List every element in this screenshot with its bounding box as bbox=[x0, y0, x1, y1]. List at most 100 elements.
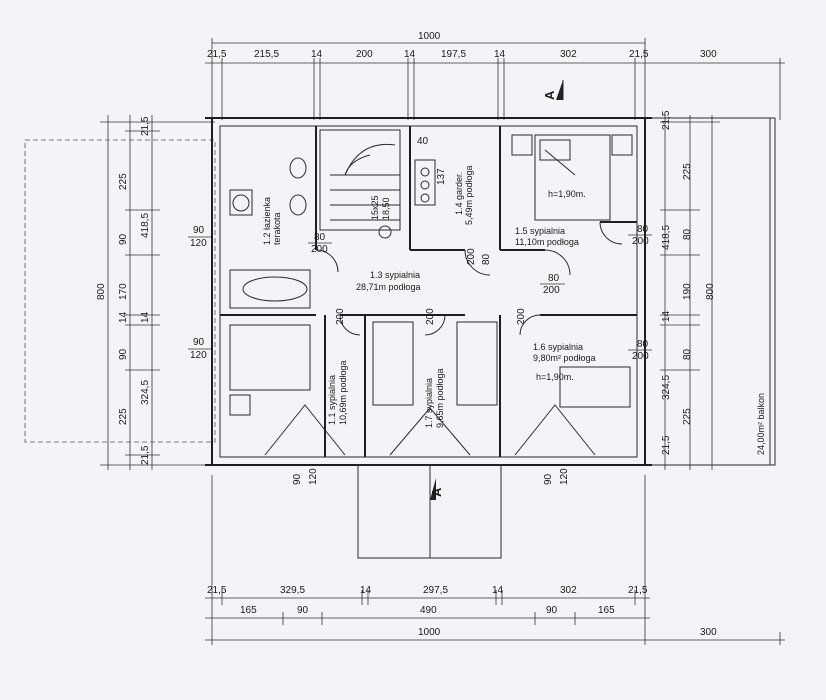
room-11-name: 1.1 sypialnia bbox=[327, 375, 337, 425]
window-bot-left-h: 120 bbox=[308, 468, 319, 485]
dim-bot2-seg-3: 490 bbox=[420, 605, 437, 616]
dim-right-seg-21-bot: 21,5 bbox=[661, 435, 672, 455]
dim-top-total: 1000 bbox=[418, 31, 441, 42]
room-13-name: 1.3 sypialnia bbox=[370, 270, 420, 280]
dim-left-seg-170: 170 bbox=[118, 283, 129, 300]
interior-walls bbox=[220, 126, 637, 457]
dim-top-seg-2: 215,5 bbox=[254, 49, 279, 60]
dim-top-seg-8: 302 bbox=[560, 49, 577, 60]
room-15-name: 1.5 sypialnia bbox=[515, 226, 565, 236]
window-bot-left-w: 90 bbox=[292, 473, 303, 485]
dim-left-inner-324: 324,5 bbox=[140, 380, 151, 405]
door-14-w: 80 bbox=[481, 253, 492, 265]
dim-right-inner-418: 418,5 bbox=[661, 225, 672, 250]
dim-left-total: 800 bbox=[96, 283, 107, 300]
stair-spec-2: 18,50 bbox=[381, 197, 391, 220]
dim-left-seg-225b: 225 bbox=[118, 408, 129, 425]
door-11-h: 200 bbox=[335, 308, 346, 325]
door-13-w: 80 bbox=[548, 273, 560, 284]
window-left-bot-w: 90 bbox=[193, 337, 205, 348]
section-label-top: A bbox=[542, 90, 557, 100]
room-12-area: terakota bbox=[272, 212, 282, 245]
dim-left-inner-14: 14 bbox=[140, 311, 151, 323]
dim-right-seg-80a: 80 bbox=[682, 228, 693, 240]
window-left-top-h: 120 bbox=[190, 238, 207, 249]
dim-right-inner-14: 14 bbox=[661, 310, 672, 322]
dim-top-right: 300 bbox=[700, 49, 717, 60]
room-13-area: 28,71m podłoga bbox=[356, 282, 421, 292]
bottom-dimensions: 21,5 329,5 14 297,5 14 302 21,5 165 90 4… bbox=[205, 475, 785, 645]
dim-bot1-seg-7: 21,5 bbox=[628, 585, 648, 596]
room-labels: 1.2 łazienka terakota 1.3 sypialnia 28,7… bbox=[262, 165, 596, 428]
door-16b-h: 200 bbox=[516, 308, 527, 325]
dim-right-inner-324: 324,5 bbox=[661, 375, 672, 400]
dim-bot1-seg-6: 302 bbox=[560, 585, 577, 596]
room-15-area: 11,10m podłoga bbox=[515, 237, 579, 247]
top-dimensions: 1000 21,5 215,5 14 200 14 197,5 14 302 2… bbox=[205, 31, 785, 120]
dim-bot1-seg-1: 21,5 bbox=[207, 585, 227, 596]
door-12-h: 200 bbox=[311, 244, 328, 255]
dim-top-seg-7: 14 bbox=[494, 49, 506, 60]
dim-bot2-seg-1: 165 bbox=[240, 605, 257, 616]
furniture: h=1,90m. h=1,90m. bbox=[229, 129, 633, 456]
window-bot-right-h: 120 bbox=[559, 468, 570, 485]
dim-left-inner-418: 418,5 bbox=[140, 213, 151, 238]
room-15-height: h=1,90m. bbox=[548, 189, 586, 199]
room-12-name: 1.2 łazienka bbox=[262, 197, 272, 245]
dim-bot1-seg-4: 297,5 bbox=[423, 585, 448, 596]
dim-top-seg-9: 21,5 bbox=[629, 49, 649, 60]
left-terrace-outline bbox=[24, 139, 216, 443]
stair-137: 137 bbox=[436, 168, 447, 185]
dim-left-seg-21-top: 21,5 bbox=[140, 116, 151, 136]
dim-right-seg-225a: 225 bbox=[682, 163, 693, 180]
dim-bot1-seg-2: 329,5 bbox=[280, 585, 305, 596]
dim-bot-right: 300 bbox=[700, 627, 717, 638]
room-14-name: 1.4 garder. bbox=[454, 172, 464, 215]
dim-right-seg-225b: 225 bbox=[682, 408, 693, 425]
door-17-h: 200 bbox=[425, 308, 436, 325]
dim-bot2-seg-2: 90 bbox=[297, 605, 309, 616]
stair-40: 40 bbox=[417, 136, 429, 147]
balcony: 24,00m² balkon bbox=[648, 117, 776, 466]
dim-left-seg-90a: 90 bbox=[118, 233, 129, 245]
dim-right-seg-190: 190 bbox=[682, 283, 693, 300]
window-bot-right-w: 90 bbox=[543, 473, 554, 485]
dim-right-seg-80b: 80 bbox=[682, 348, 693, 360]
section-label-bottom: A bbox=[429, 487, 444, 497]
stair-spec-1: 15x25 bbox=[370, 195, 380, 220]
window-left-top-w: 90 bbox=[193, 225, 205, 236]
room-11-area: 10,69m podłoga bbox=[338, 360, 348, 425]
dim-bot2-seg-4: 90 bbox=[546, 605, 558, 616]
dim-bot1-seg-3: 14 bbox=[360, 585, 372, 596]
dim-top-seg-6: 197,5 bbox=[441, 49, 466, 60]
entrance-porch: A bbox=[357, 464, 502, 559]
room-16-area: 9,80m² podłoga bbox=[533, 353, 596, 363]
dim-top-seg-5: 14 bbox=[404, 49, 416, 60]
room-16-height: h=1,90m. bbox=[536, 372, 574, 382]
door-15-w: 80 bbox=[637, 224, 649, 235]
door-12-w: 80 bbox=[314, 232, 326, 243]
section-mark-top: A bbox=[542, 80, 564, 100]
dim-top-seg-3: 14 bbox=[311, 49, 323, 60]
balcony-label: 24,00m² balkon bbox=[756, 393, 766, 455]
dim-right-total: 800 bbox=[705, 283, 716, 300]
door-16-h: 200 bbox=[632, 351, 649, 362]
door-14-h: 200 bbox=[466, 248, 477, 265]
dim-left-seg-225a: 225 bbox=[118, 173, 129, 190]
door-15-h: 200 bbox=[632, 236, 649, 247]
room-17-name: 1.7 sypialnia bbox=[424, 378, 434, 428]
left-dimensions: 800 225 90 170 14 90 225 21,5 21,5 418,5… bbox=[96, 115, 215, 470]
dim-left-seg-90b: 90 bbox=[118, 348, 129, 360]
right-dimensions: 21,5 418,5 14 324,5 21,5 225 80 190 80 2… bbox=[660, 110, 720, 470]
door-16-w: 80 bbox=[637, 339, 649, 350]
window-left-bot-h: 120 bbox=[190, 350, 207, 361]
opening-labels: 90 120 90 120 80 200 80 200 80 200 80 20… bbox=[188, 136, 652, 485]
dim-bot2-seg-5: 165 bbox=[598, 605, 615, 616]
room-14-area: 5,49m podłoga bbox=[464, 165, 474, 225]
dim-left-seg-14: 14 bbox=[118, 311, 129, 323]
dim-top-seg-1: 21,5 bbox=[207, 49, 227, 60]
dim-right-seg-21-top: 21,5 bbox=[661, 110, 672, 130]
dim-left-seg-21-bot: 21,5 bbox=[140, 445, 151, 465]
room-16-name: 1.6 sypialnia bbox=[533, 342, 583, 352]
